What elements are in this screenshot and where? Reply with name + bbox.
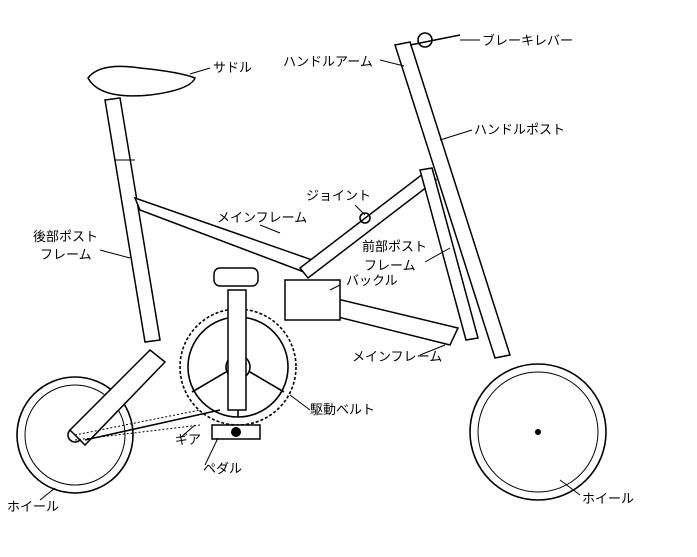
label-front-post-frame-2: フレーム xyxy=(364,259,416,274)
label-buckle: バックル xyxy=(346,274,398,289)
label-handle-arm: ハンドルアーム xyxy=(283,55,373,70)
label-gear: ギア xyxy=(175,433,201,448)
main-frame-upper xyxy=(135,198,318,275)
label-wheel-right: ホイール xyxy=(582,492,634,507)
label-brake-lever: ブレーキレバー xyxy=(482,33,573,49)
label-drive-belt: 駆動ベルト xyxy=(310,403,375,418)
label-rear-post-frame-2: フレーム xyxy=(40,248,92,263)
rear-swing-arm xyxy=(70,350,200,445)
label-handle-post: ハンドルポスト xyxy=(474,123,565,138)
rear-post-frame xyxy=(105,98,160,342)
label-wheel-left: ホイール xyxy=(7,500,59,515)
label-main-frame-upper: メインフレーム xyxy=(217,211,307,226)
brake-lever xyxy=(418,33,432,47)
right-wheel xyxy=(470,364,606,500)
label-rear-post-frame-1: 後部ポスト xyxy=(33,230,98,245)
label-pedal: ペダル xyxy=(203,462,242,477)
handle-post xyxy=(395,42,510,358)
buckle xyxy=(285,280,340,320)
saddle xyxy=(88,66,195,96)
label-front-post-frame-1: 前部ポスト xyxy=(362,239,427,255)
label-saddle: サドル xyxy=(213,61,252,76)
label-joint: ジョイント xyxy=(306,189,371,204)
label-main-frame-lower: メインフレーム xyxy=(352,350,442,365)
